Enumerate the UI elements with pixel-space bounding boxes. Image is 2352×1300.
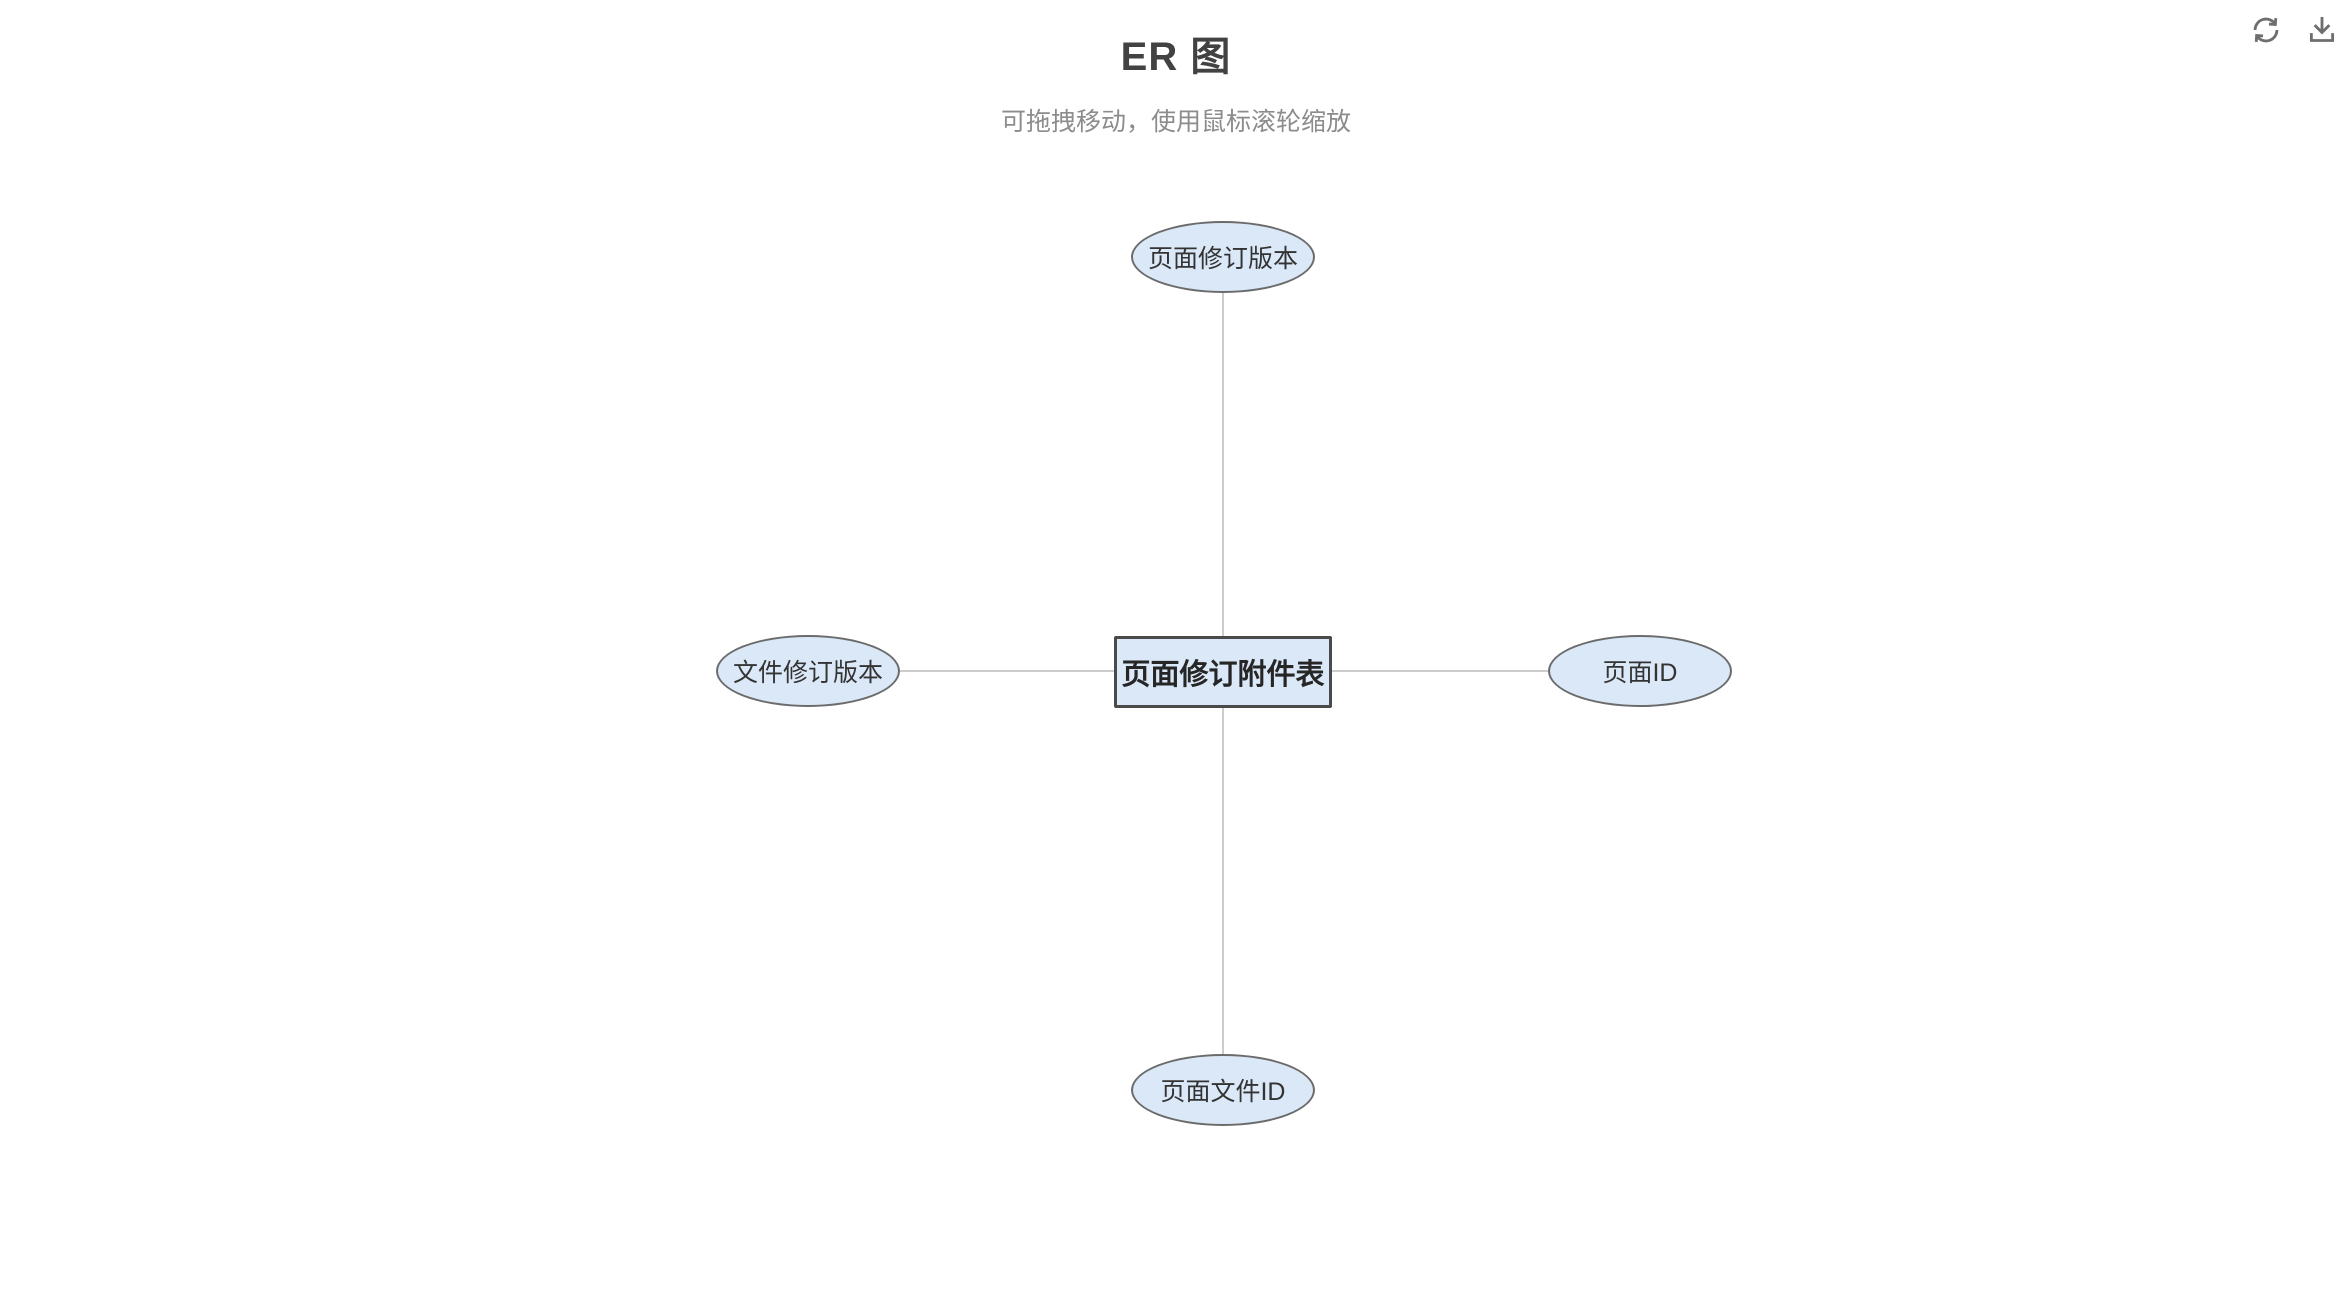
refresh-icon (2253, 17, 2279, 43)
attribute-label: 文件修订版本 (732, 659, 883, 687)
attribute-node-bottom[interactable]: 页面文件ID (1131, 1054, 1315, 1126)
toolbar (2248, 12, 2340, 48)
attribute-label: 页面修订版本 (1147, 245, 1298, 273)
attribute-node-top[interactable]: 页面修订版本 (1131, 221, 1315, 293)
entity-label: 页面修订附件表 (1121, 659, 1325, 691)
attribute-label: 页面文件ID (1160, 1078, 1286, 1106)
download-icon (2309, 16, 2335, 42)
attribute-node-left[interactable]: 文件修订版本 (716, 635, 900, 707)
refresh-button[interactable] (2248, 12, 2284, 48)
attribute-node-right[interactable]: 页面ID (1548, 635, 1732, 707)
download-button[interactable] (2304, 12, 2340, 48)
entity-node[interactable]: 页面修订附件表 (1114, 636, 1332, 708)
attribute-label: 页面ID (1602, 659, 1678, 687)
